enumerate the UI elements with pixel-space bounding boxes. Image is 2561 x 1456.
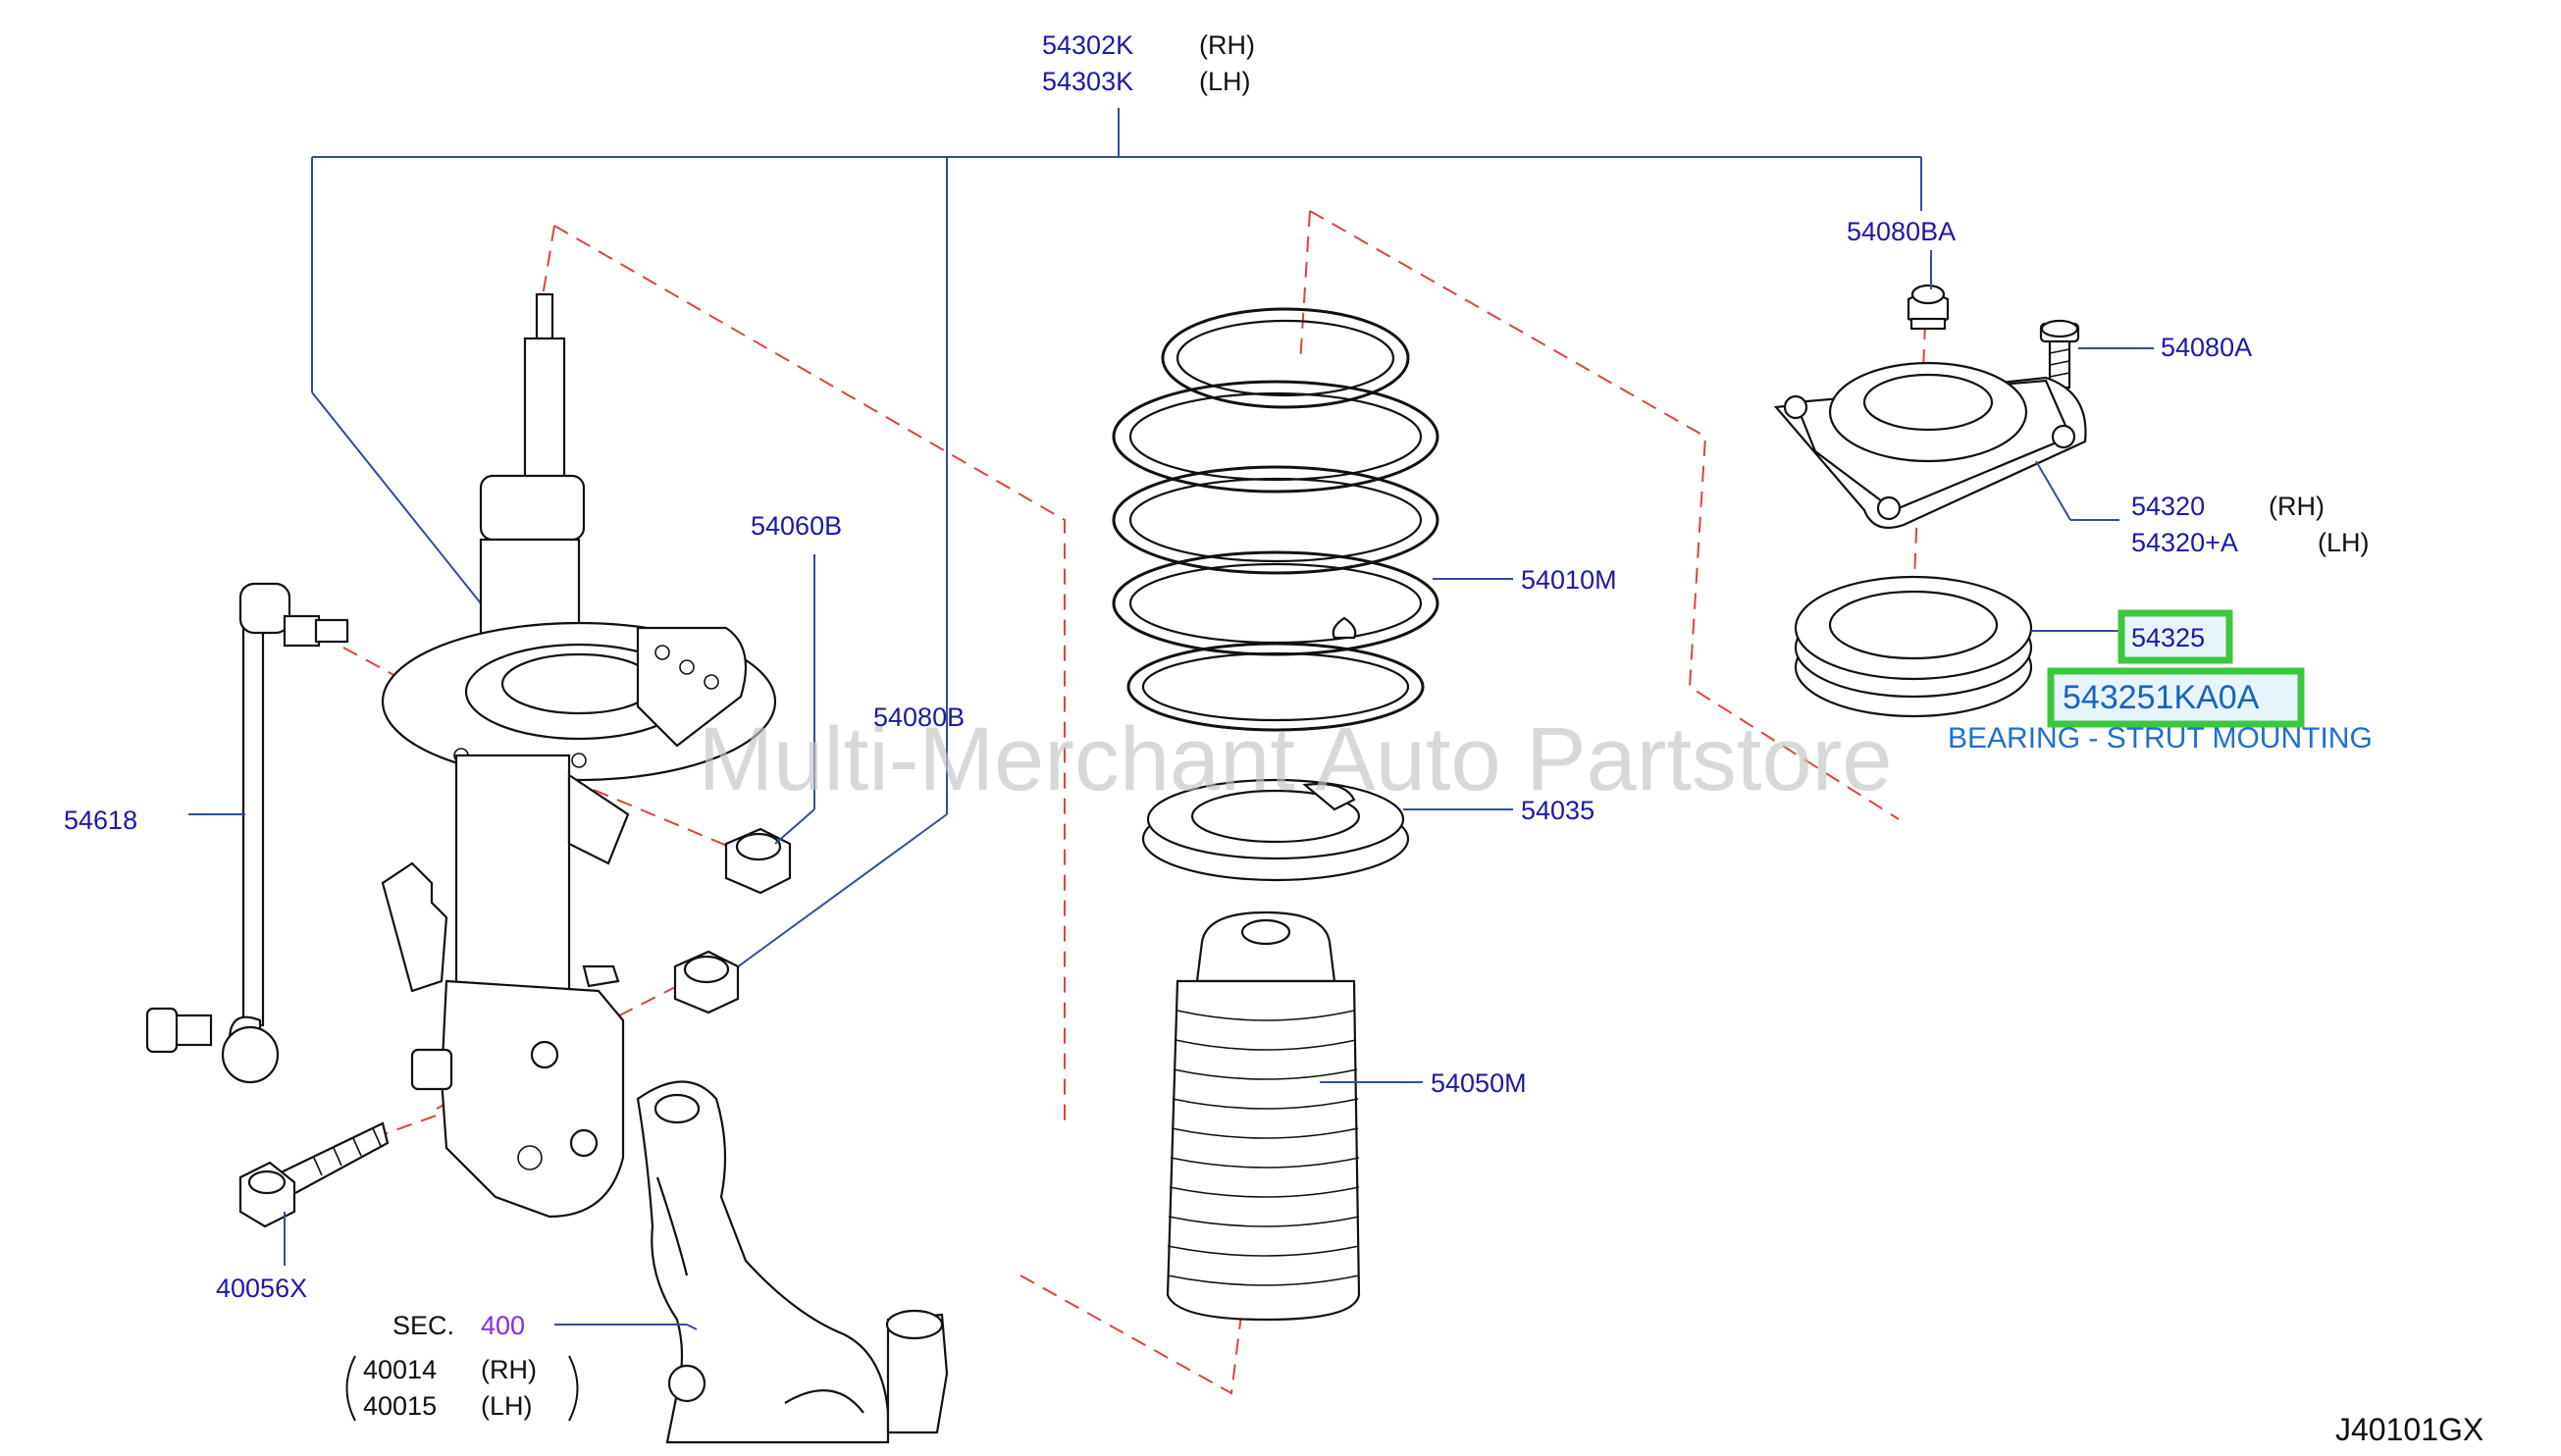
label-bearing-description: BEARING - STRUT MOUNTING (1948, 722, 2373, 754)
nut-54080BA (1907, 284, 1950, 331)
label-54035: 54035 (1521, 796, 1594, 825)
label-54320A-side: (LH) (2318, 528, 2370, 557)
label-54618: 54618 (64, 806, 137, 835)
label-54320A: 54320+A (2131, 528, 2238, 557)
label-54010M: 54010M (1521, 565, 1617, 595)
nut-54060B (724, 827, 792, 895)
coil-spring (1112, 307, 1439, 732)
label-54303K: 54303K (1042, 67, 1133, 96)
label-54303K-side: (LH) (1199, 67, 1251, 96)
bolt-54080A (2039, 319, 2080, 390)
label-sec: SEC. (392, 1311, 454, 1340)
label-54320-side: (RH) (2269, 492, 2325, 521)
label-543251KA0A: 543251KA0A (2063, 679, 2260, 716)
spring-seat (1141, 778, 1410, 882)
highlight-box-54325 (2117, 609, 2233, 664)
label-54325: 54325 (2131, 623, 2205, 652)
label-54080BA: 54080BA (1847, 217, 1956, 246)
label-40015-side: (LH) (481, 1391, 533, 1421)
label-40014: 40014 (363, 1355, 437, 1384)
stabilizer-link (145, 582, 349, 1084)
label-54320: 54320 (2131, 492, 2205, 521)
strut-mount (1773, 361, 2087, 529)
figure-id: J40101GX (2335, 1412, 2483, 1447)
bump-boot (1166, 910, 1361, 1322)
label-54060B: 54060B (751, 511, 842, 541)
steering-knuckle (636, 1080, 949, 1444)
label-54302K-side: (RH) (1199, 30, 1255, 60)
label-54080A: 54080A (2161, 333, 2252, 362)
bracket-right (568, 1355, 579, 1422)
label-40014-side: (RH) (481, 1355, 537, 1384)
callout-leader-lines (188, 250, 2154, 1330)
nut-54080B (673, 950, 740, 1014)
label-sec-number: 400 (481, 1311, 525, 1340)
highlight-box-543251KA0A (2047, 667, 2305, 728)
label-54050M: 54050M (1431, 1068, 1527, 1098)
bracket-left (345, 1355, 356, 1422)
bolt-40056X (238, 1121, 390, 1228)
label-40056X: 40056X (216, 1274, 307, 1303)
label-40015: 40015 (363, 1391, 437, 1421)
label-54302K: 54302K (1042, 30, 1133, 60)
assembly-bracket-lines (311, 108, 1922, 992)
label-54080B: 54080B (873, 702, 965, 732)
strut-assembly (381, 292, 777, 1219)
watermark: Multi-Merchant Auto Partstore (699, 709, 1893, 809)
strut-bearing (1794, 575, 2033, 718)
